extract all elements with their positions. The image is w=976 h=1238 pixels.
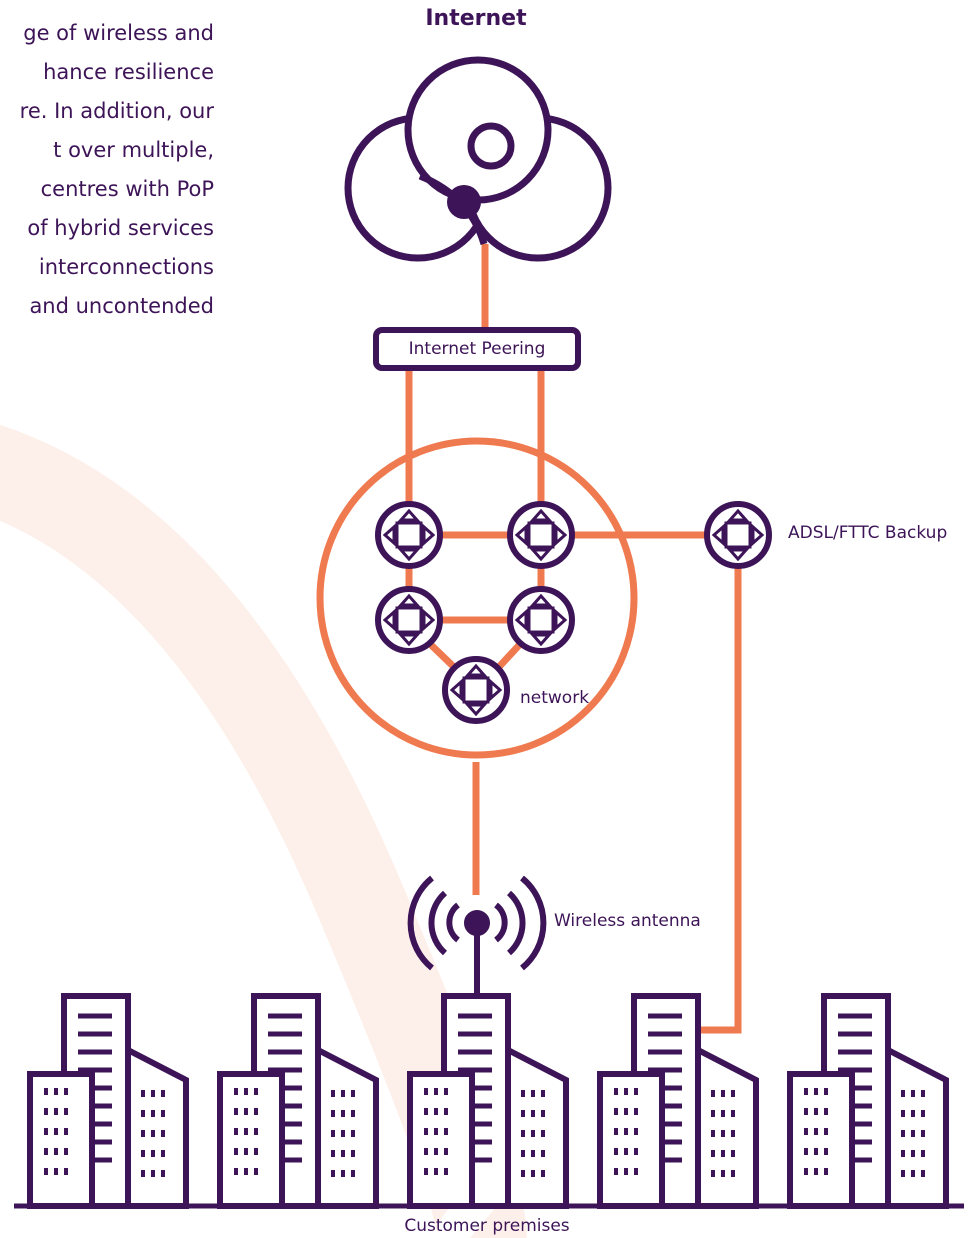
internet-title: Internet — [425, 6, 527, 31]
intro-line: t over multiple, — [53, 138, 214, 162]
network-links — [405, 244, 742, 1034]
building-icon — [14, 996, 204, 1206]
intro-line: interconnections — [38, 255, 214, 279]
router-icon — [510, 504, 572, 566]
internet-peering-box — [373, 327, 581, 371]
router-icon — [510, 589, 572, 651]
internet-peering-label: Internet Peering — [408, 339, 546, 359]
intro-line: hance resilience — [43, 60, 214, 84]
intro-line: ge of wireless and — [23, 21, 214, 45]
antenna-icon — [407, 875, 547, 998]
network-ring — [316, 437, 638, 759]
backup-router-icon — [707, 504, 769, 566]
router-icon — [445, 659, 507, 721]
cloud-ring-icon — [467, 122, 515, 170]
intro-line: centres with PoP — [40, 177, 214, 201]
antenna-label: Wireless antenna — [554, 911, 701, 931]
building-icon — [774, 996, 964, 1206]
cloud-dot-icon — [447, 185, 481, 219]
intro-text: ge of wireless and hance resilience re. … — [0, 14, 214, 326]
router-icon — [378, 504, 440, 566]
intro-line: of hybrid services — [27, 216, 214, 240]
building-icon — [204, 996, 394, 1206]
router-icon — [378, 589, 440, 651]
premises-label: Customer premises — [404, 1216, 570, 1236]
intro-line: and uncontended — [29, 294, 214, 318]
network-label: network — [520, 688, 590, 708]
intro-line: re. In addition, our — [19, 99, 214, 123]
building-icon — [394, 996, 584, 1206]
backup-label: ADSL/FTTC Backup — [788, 523, 948, 543]
building-icon — [584, 996, 774, 1206]
